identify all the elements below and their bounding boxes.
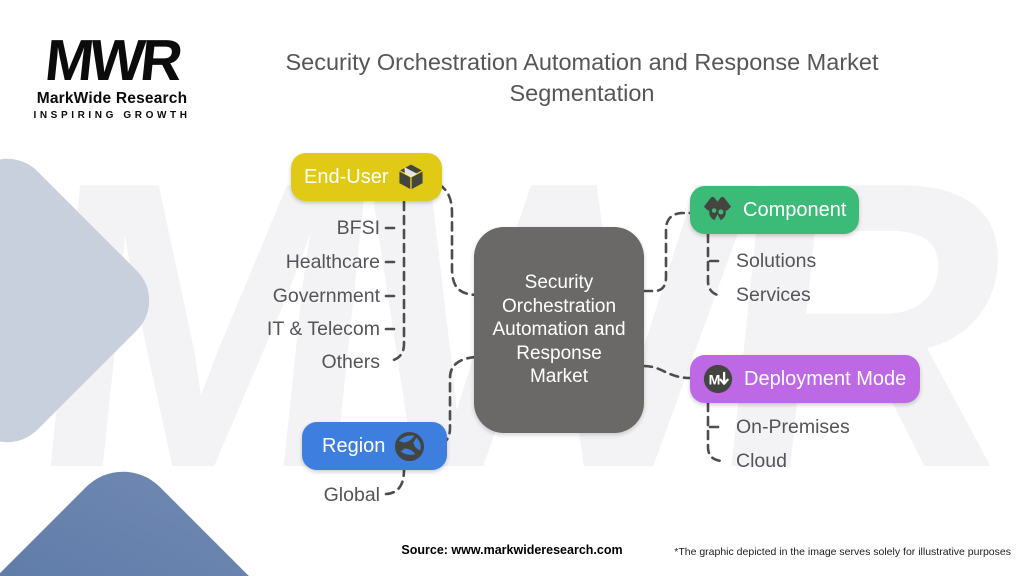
item-government: Government [272,285,380,307]
m-down-arrow-icon: M [703,364,733,394]
category-component-label: Component [743,198,847,221]
category-end-user-label: End-User [304,165,389,188]
item-others: Others [321,351,380,373]
connector-component-items-spine [706,232,724,298]
category-deployment-mode-label: Deployment Mode [744,367,907,390]
logo-acronym: MWR [42,28,182,93]
item-it-telecom: IT & Telecom [266,318,380,340]
connector-deployment-items-spine [706,401,724,463]
svg-text:M: M [709,372,721,388]
category-end-user: End-User [291,153,442,201]
item-on-premises: On-Premises [736,416,850,438]
logo-tagline: INSPIRING GROWTH [33,110,191,121]
connector-item-global [384,468,406,496]
category-region-label: Region [322,434,386,457]
globe-icon [395,431,425,461]
item-healthcare: Healthcare [285,251,380,273]
item-global: Global [323,484,380,506]
category-deployment-mode: M Deployment Mode [690,355,920,403]
cube-icon [397,163,426,192]
connector-enduser-items-spine [388,200,406,363]
center-market-node: Security Orchestration Automation and Re… [474,227,644,433]
category-region: Region [302,422,447,470]
logo-name: MarkWide Research [36,90,188,107]
footer-source: Source: www.markwideresearch.com [401,543,623,557]
item-services: Services [736,284,811,306]
connector-center-to-component [642,211,692,293]
item-solutions: Solutions [736,250,817,272]
component-icon [703,196,732,223]
item-cloud: Cloud [736,450,787,472]
page-title: Security Orchestration Automation and Re… [285,49,879,106]
center-market-label: Security Orchestration Automation and Re… [492,272,626,388]
logo-block: MWR MarkWide Research INSPIRING GROWTH [28,28,196,121]
connector-region-to-center [426,355,478,449]
footer-disclaimer: *The graphic depicted in the image serve… [674,546,1011,558]
item-bfsi: BFSI [336,217,380,239]
category-component: Component [690,186,859,234]
connector-center-to-deployment [642,364,692,380]
